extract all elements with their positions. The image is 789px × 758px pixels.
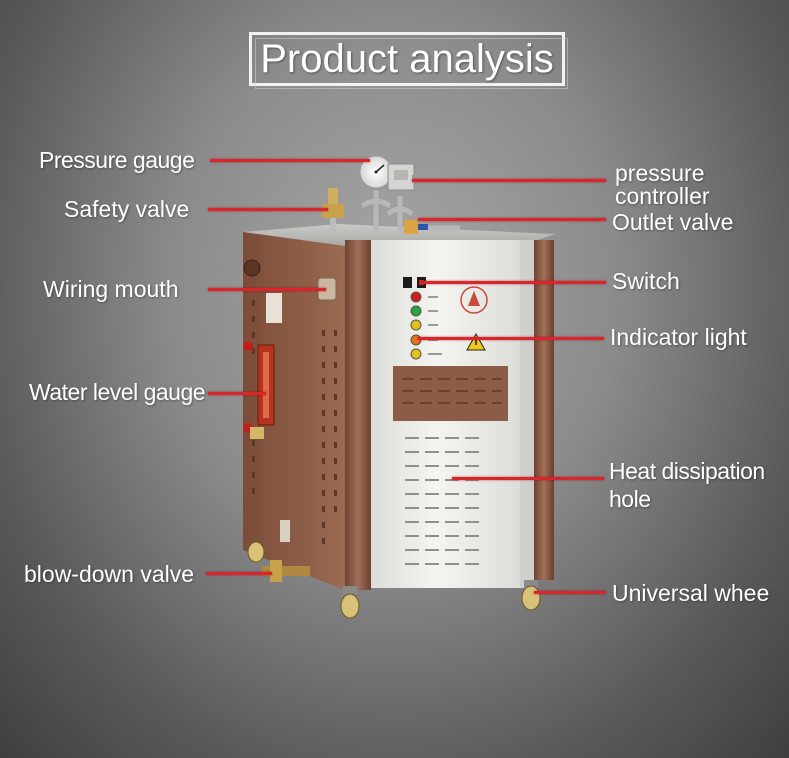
warning-triangle-icon [466, 332, 486, 351]
pressure-controller-graphic [387, 163, 422, 191]
water-level-gauge-graphic [243, 341, 275, 439]
side-sticker [266, 293, 282, 323]
label-safety-valve: Safety valve [64, 196, 190, 222]
line-pressure-gauge [210, 159, 370, 162]
side-vents [252, 300, 337, 544]
indicator-yellow-2 [410, 348, 422, 360]
pressure-gauge-graphic [357, 153, 395, 191]
wheel-back-left [247, 541, 265, 563]
line-blow-down [206, 572, 272, 575]
label-universal-wheel: Universal whee [612, 580, 770, 606]
line-switch [424, 281, 606, 284]
line-pressure-controller [412, 179, 606, 182]
label-heat-dissipation-2: hole [609, 486, 651, 512]
indicator-green [410, 305, 422, 317]
label-blow-down-valve: blow-down valve [24, 561, 195, 587]
label-pressure-controller-1: pressure [615, 160, 705, 186]
indicator-red [410, 291, 422, 303]
title-frame: Product analysis [249, 32, 568, 89]
line-universal-wheel [534, 591, 606, 594]
front-grille-brown [393, 366, 508, 421]
line-safety-valve [208, 208, 328, 211]
wheel-front-left [340, 586, 360, 619]
label-wiring-mouth: Wiring mouth [43, 276, 179, 302]
label-heat-dissipation-1: Heat dissipation [609, 458, 765, 484]
line-indicator [418, 337, 604, 340]
label-indicator-light: Indicator light [610, 324, 747, 350]
cabinet-pillar-left [345, 240, 371, 590]
label-pressure-gauge: Pressure gauge [39, 147, 195, 173]
line-outlet-valve [418, 218, 606, 221]
label-switch: Switch [612, 268, 680, 294]
wheel-front-right [521, 580, 541, 611]
line-wiring-mouth [208, 288, 326, 291]
brand-logo-icon [460, 286, 488, 314]
blow-down-valve-graphic [262, 560, 310, 582]
line-water-level [208, 392, 266, 395]
cabinet-pillar-right [534, 240, 554, 580]
outlet-valve-graphic [404, 220, 418, 234]
side-port [243, 259, 261, 277]
safety-valve-graphic [322, 188, 344, 234]
heat-dissipation-slots [405, 437, 479, 565]
side-sticker-2 [280, 520, 290, 542]
indicator-yellow-1 [410, 319, 422, 331]
switch-left [403, 277, 412, 288]
label-pressure-controller-2: controller [615, 183, 710, 209]
label-water-level-gauge: Water level gauge [29, 379, 206, 405]
label-outlet-valve: Outlet valve [612, 209, 734, 235]
line-heat-dissipation [452, 477, 604, 480]
